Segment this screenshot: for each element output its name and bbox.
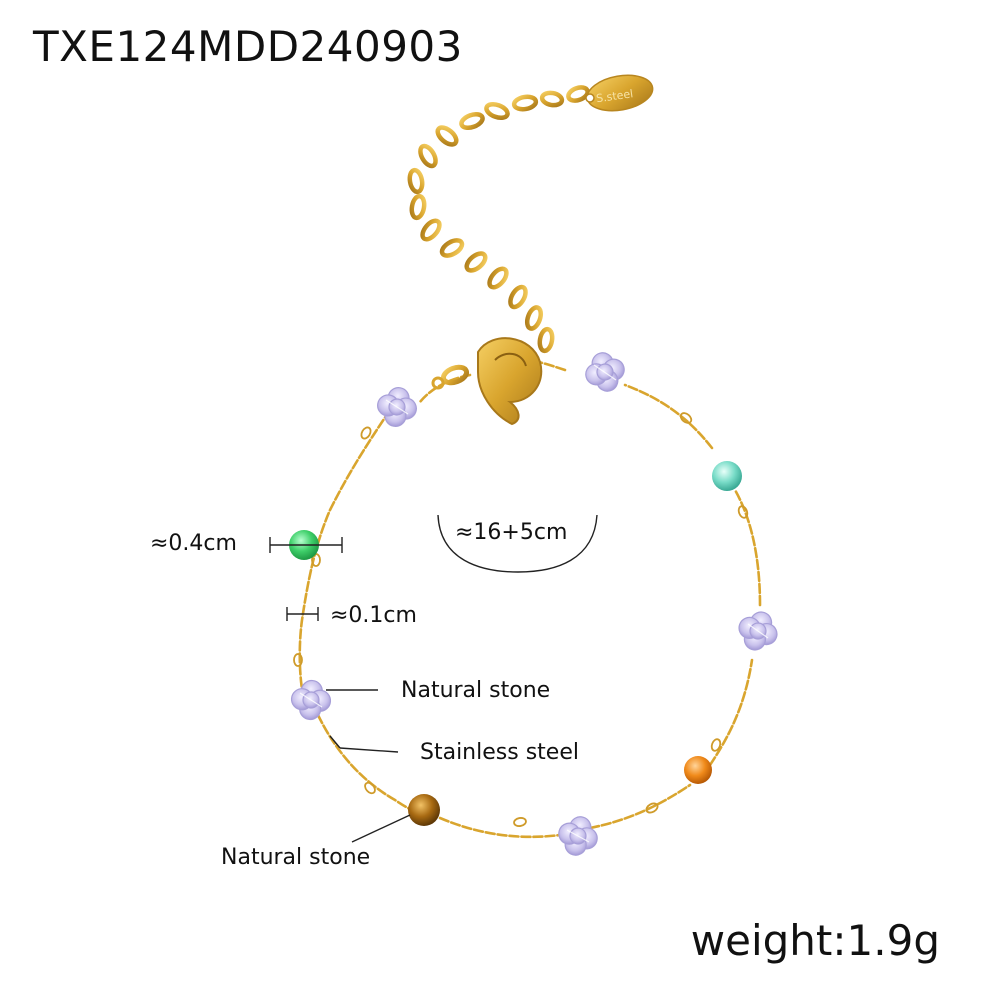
steel-tag: S.steel [585,74,654,112]
weight-label: weight:1.9g [690,916,940,965]
stainless-steel-label: Stainless steel [420,740,579,765]
product-code: TXE124MDD240903 [33,22,463,71]
mint-stone [712,461,742,491]
dimension-marks [269,514,598,843]
orange-stone [684,756,712,784]
bead-size-label: ≈0.4cm [150,531,237,556]
natural-stone-label-lower: Natural stone [221,845,371,870]
tiger-eye-stone [408,794,440,826]
lobster-clasp [431,337,543,426]
jump-rings [293,412,749,827]
clover-glints [299,364,769,843]
length-label: ≈16+5cm [455,520,568,545]
tag-text: S.steel [595,87,634,105]
link-size-label: ≈0.1cm [330,603,417,628]
extender-chain [407,85,590,354]
natural-stone-label-upper: Natural stone [401,678,551,703]
